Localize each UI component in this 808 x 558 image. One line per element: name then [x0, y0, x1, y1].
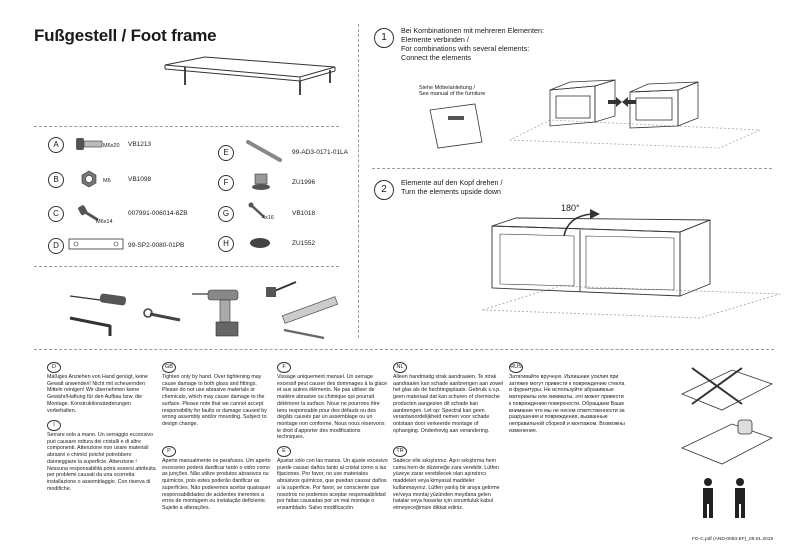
part-c-size: M6x14 — [96, 219, 113, 225]
lang-badge-f: F — [277, 362, 291, 373]
lang-text-f: Vissage uniquement manuel. Un serrage ex… — [277, 374, 388, 441]
horizontal-divider-tools — [34, 266, 339, 267]
part-f-label: F — [218, 175, 234, 191]
lang-text-i: Serrare solo a mano. Un serraggio eccess… — [47, 432, 156, 492]
step-2-line: Elemente auf den Kopf drehen / — [401, 178, 503, 187]
thumbs-up-icon — [681, 419, 774, 465]
part-b-size: M6 — [103, 178, 111, 184]
step-1-line: For combinations with several elements: — [401, 44, 530, 53]
lang-text-d: Mäßiges Anziehen von Hand genügt, keine … — [47, 374, 149, 414]
part-a-size: M6x20 — [103, 143, 120, 149]
manual-note-line: See manual of the furniture — [419, 91, 486, 97]
part-g-size: 4x16 — [262, 215, 274, 221]
lang-text-tr: Sadece elle sıkıştırınız. Aşırı sıkıştır… — [393, 458, 500, 511]
step-2-instructions: Elemente auf den Kopf drehen / Turn the … — [401, 178, 701, 196]
lang-badge-rus: RUS — [509, 362, 523, 373]
part-c-code: 007991-006014-8ZB — [128, 210, 188, 217]
felt-pad-icon — [250, 238, 270, 248]
part-b-label: B — [48, 172, 64, 188]
rotation-angle: 180° — [561, 203, 580, 213]
lang-badge-e: E — [277, 446, 291, 457]
spirit-level-icon — [281, 296, 339, 324]
foot-glide-icon — [252, 173, 270, 190]
connector-plate-icon — [68, 238, 124, 250]
lang-text-e: Ajustar sólo con las manos. Un ajuste ex… — [277, 458, 388, 511]
wood-screw-icon — [248, 202, 265, 218]
part-a-code: VB1213 — [128, 141, 152, 148]
lang-badge-tr: TR — [393, 446, 407, 457]
lang-badge-nl: NL — [393, 362, 407, 373]
pencil-icon — [283, 328, 325, 340]
hammer-icon — [266, 281, 297, 297]
part-g-label: G — [218, 206, 234, 222]
two-persons-icon — [703, 478, 745, 518]
lang-text-nl: Alleen handmatig strak aandraaien. Te st… — [393, 374, 504, 434]
screwdriver-icon — [69, 293, 127, 306]
step-2-number: 2 — [374, 180, 394, 200]
part-e-label: E — [218, 145, 234, 161]
connect-arrows-icon — [608, 97, 636, 107]
vertical-divider — [358, 24, 359, 338]
page-title: Fußgestell / Foot frame — [34, 26, 217, 45]
part-b-code: VB1098 — [128, 176, 152, 183]
part-h-label: H — [218, 236, 234, 252]
step-1-illustration — [429, 79, 761, 149]
warning-pictograms — [681, 367, 774, 518]
dowel-icon — [246, 140, 282, 162]
part-e-code: 99-AD3-0171-01LA — [292, 149, 349, 156]
lang-badge-d: D — [47, 362, 61, 373]
step-1-line: Bei Kombinationen mit mehreren Elementen… — [401, 26, 545, 35]
step-1-instructions: Bei Kombinationen mit mehreren Elementen… — [401, 26, 701, 62]
part-f-code: ZU1996 — [292, 179, 316, 186]
manual-note-line: Siehe Möbelanleitung / — [419, 85, 475, 91]
part-c-label: C — [48, 206, 64, 222]
wrench-icon — [143, 308, 181, 322]
part-d-code: 99-SP2-0080-01PB — [128, 242, 185, 249]
bolt-icon — [76, 138, 103, 150]
drill-icon — [192, 289, 239, 337]
document-reference: FG-C.pdf (AND-0093-EF)_09.01.2019 — [692, 537, 774, 542]
horizontal-divider-text — [34, 349, 774, 350]
no-overtighten-icon — [681, 367, 774, 411]
lang-badge-gb: GB — [162, 362, 176, 373]
manual-note: Siehe Möbelanleitung / See manual of the… — [419, 85, 529, 97]
lang-badge-i: I — [47, 420, 61, 431]
foot-frame-illustration — [164, 56, 336, 95]
part-g-code: VB1018 — [292, 210, 316, 217]
lang-text-rus: Затягивайте вручную. Излишние усилия при… — [509, 374, 625, 434]
lang-text-gb: Tighten only by hand. Over tightening ma… — [162, 374, 267, 427]
horizontal-divider-steps — [372, 168, 772, 169]
step-1-number: 1 — [374, 28, 394, 48]
part-a-label: A — [48, 137, 64, 153]
tools-illustration — [69, 281, 339, 340]
screw-icon — [78, 205, 99, 222]
step-2-line: Turn the elements upside down — [401, 187, 502, 196]
nut-icon — [81, 170, 97, 188]
lang-badge-p: P — [162, 446, 176, 457]
lang-text-p: Aperte manualmente os parafusos. Um aper… — [162, 458, 271, 511]
horizontal-divider-parts — [34, 126, 339, 127]
rotation-arrow-icon — [590, 209, 600, 219]
step-1-line: Connect the elements — [401, 53, 471, 62]
step-2-illustration — [481, 209, 780, 319]
step-1-line: Elemente verbinden / — [401, 35, 469, 44]
part-h-code: ZU1552 — [292, 240, 316, 247]
allen-key-icon — [69, 316, 112, 336]
part-d-label: D — [48, 238, 64, 254]
